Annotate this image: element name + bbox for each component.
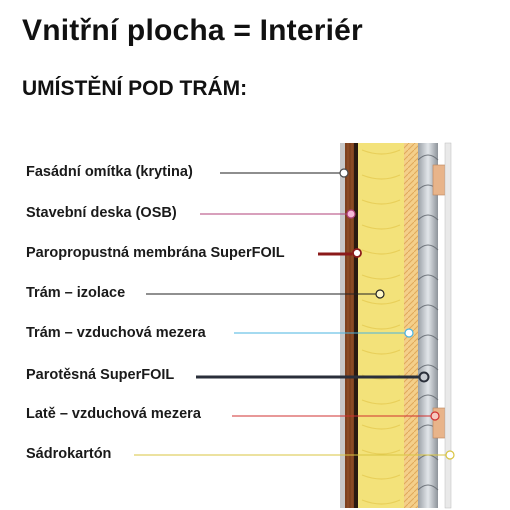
page-subtitle: UMÍSTĚNÍ POD TRÁM: [22, 77, 248, 100]
breathable-membrane-layer [354, 143, 358, 508]
leader-line-batten-air-gap [232, 411, 440, 421]
label-osb-board: Stavební deska (OSB) [26, 205, 177, 221]
label-joist-air-gap: Trám – vzduchová mezera [26, 325, 206, 341]
label-joist-insulation: Trám – izolace [26, 285, 126, 301]
leader-line-plasterboard [134, 450, 455, 460]
page-title: Vnitřní plocha = Interiér [22, 14, 363, 47]
leader-line-vapour-barrier [196, 371, 430, 383]
osb-board-layer [345, 143, 354, 508]
label-plasterboard: Sádrokartón [26, 446, 112, 462]
leader-line-breathable-membrane [318, 248, 362, 258]
joist-air-gap-layer [404, 143, 418, 508]
label-breathable-membrane: Paropropustná membrána SuperFOIL [26, 245, 285, 261]
label-batten-air-gap: Latě – vzduchová mezera [26, 406, 201, 422]
plasterboard-layer [444, 142, 452, 509]
vapour-barrier-layer [417, 143, 439, 508]
joist-insulation-layer [358, 143, 404, 508]
leader-line-osb-board [200, 209, 356, 219]
leader-line-facade-render [220, 168, 349, 178]
label-facade-render: Fasádní omítka (krytina) [26, 164, 193, 180]
label-vapour-barrier: Parotěsná SuperFOIL [26, 367, 175, 383]
leader-line-joist-air-gap [234, 328, 414, 338]
facade-render-layer [340, 143, 345, 508]
leader-line-joist-insulation [146, 289, 385, 299]
